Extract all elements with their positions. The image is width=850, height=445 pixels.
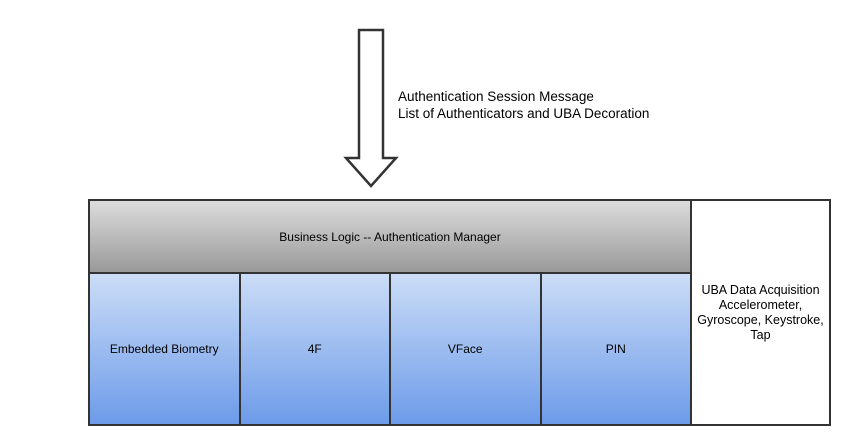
authenticator-label: PIN xyxy=(605,342,626,356)
authenticator-vface: VFace xyxy=(391,274,542,424)
uba-box-line-1: UBA Data Acquisition xyxy=(701,282,820,297)
uba-box-line-2: Accelerometer, xyxy=(718,297,803,312)
authenticator-row: Embedded Biometry 4F VFace PIN xyxy=(90,274,690,424)
down-arrow-icon xyxy=(343,28,399,188)
authenticator-label: 4F xyxy=(307,342,322,356)
uba-box-line-3: Gyroscope, Keystroke, xyxy=(697,312,824,327)
authenticator-label: VFace xyxy=(447,342,483,356)
business-logic-header-label: Business Logic -- Authentication Manager xyxy=(279,229,501,244)
annotation-line-1: Authentication Session Message xyxy=(398,89,594,104)
authenticator-label: Embedded Biometry xyxy=(109,342,219,356)
uba-box-line-4: Tap xyxy=(750,327,771,342)
manager-section: Business Logic -- Authentication Manager… xyxy=(90,201,692,424)
arrow-annotation: Authentication Session Message List of A… xyxy=(398,89,649,122)
annotation-line-2: List of Authenticators and UBA Decoratio… xyxy=(398,105,650,121)
authenticator-pin: PIN xyxy=(541,274,690,424)
uba-data-acquisition-box: UBA Data Acquisition Accelerometer, Gyro… xyxy=(692,201,829,424)
authenticator-embedded-biometry: Embedded Biometry xyxy=(90,274,241,424)
business-logic-header: Business Logic -- Authentication Manager xyxy=(90,201,690,274)
authentication-block-diagram: Business Logic -- Authentication Manager… xyxy=(88,199,831,426)
authenticator-4f: 4F xyxy=(240,274,391,424)
